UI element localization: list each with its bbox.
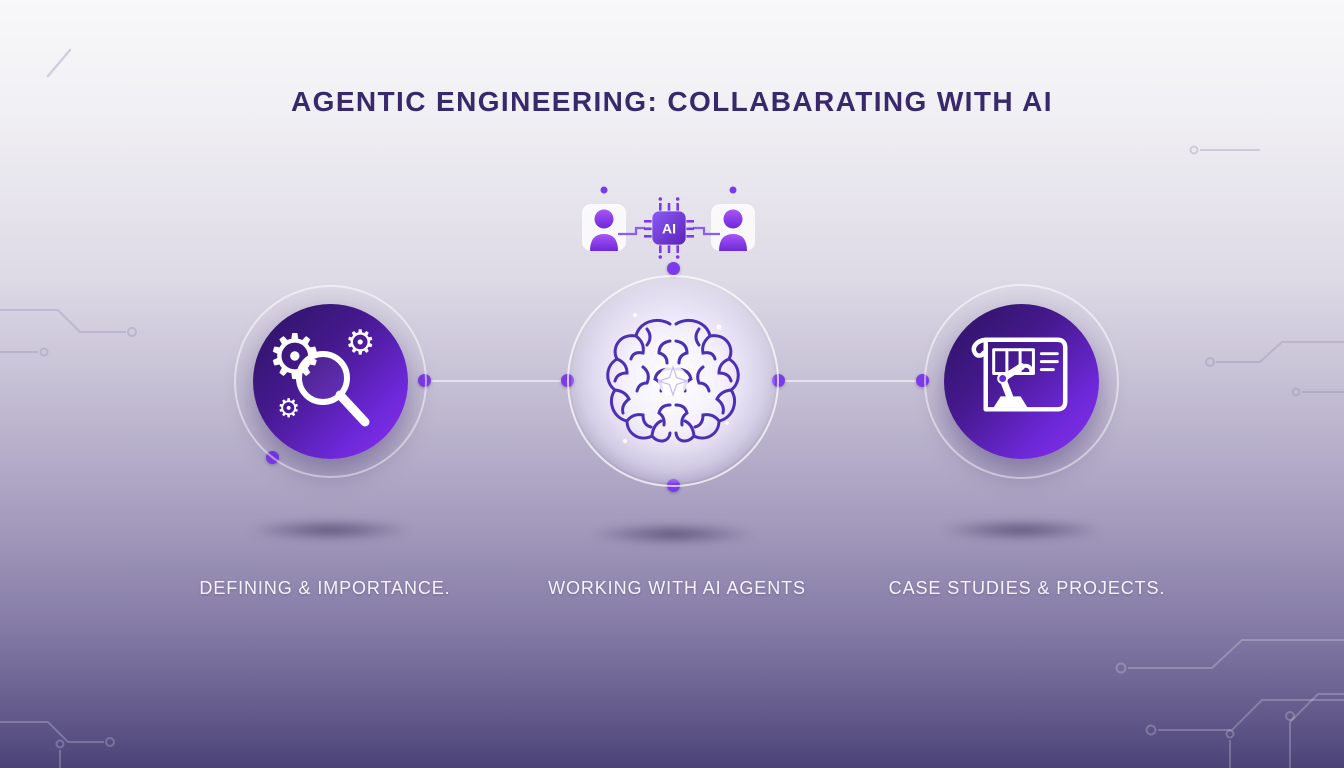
node-ring-working	[567, 275, 779, 487]
node-shadow	[589, 523, 757, 545]
accent-dot	[600, 186, 608, 194]
brain-icon	[606, 312, 740, 444]
person-icon	[719, 209, 747, 251]
node-disc-defining	[253, 304, 408, 459]
node-disc-case-studies	[944, 304, 1099, 459]
slide-title: AGENTIC ENGINEERING: COLLABARATING WITH …	[291, 86, 1053, 117]
blueprint-robot-icon	[971, 337, 1068, 412]
connection-line	[618, 226, 645, 236]
connector-dot	[667, 262, 680, 275]
node-ring-defining	[234, 285, 427, 478]
accent-dot	[729, 186, 737, 194]
gear-icon: ⚙	[277, 394, 301, 424]
node-shadow	[937, 519, 1105, 541]
human-ai-collaboration-illustration: AI	[582, 186, 755, 259]
connector-line	[782, 380, 922, 382]
robot-arm-icon	[993, 363, 1034, 408]
gear-icon: ⚙	[345, 323, 376, 363]
magnifier-icon	[296, 351, 370, 427]
ai-chip-label: AI	[662, 221, 676, 237]
connection-line	[693, 226, 720, 236]
node-label-case-studies: CASE STUDIES & PROJECTS.	[888, 578, 1166, 598]
person-icon	[590, 209, 618, 251]
connector-line	[430, 380, 564, 382]
gears-magnifier-icon: ⚙ ⚙ ⚙	[253, 304, 408, 459]
node-ring-case-studies	[924, 284, 1119, 479]
node-label-working: WORKING WITH AI AGENTS	[548, 578, 806, 598]
ai-chip-icon: AI	[644, 197, 694, 259]
node-label-defining: DEFINING & IMPORTANCE.	[199, 578, 451, 598]
spark-icon	[657, 365, 689, 397]
node-shadow	[246, 519, 414, 541]
